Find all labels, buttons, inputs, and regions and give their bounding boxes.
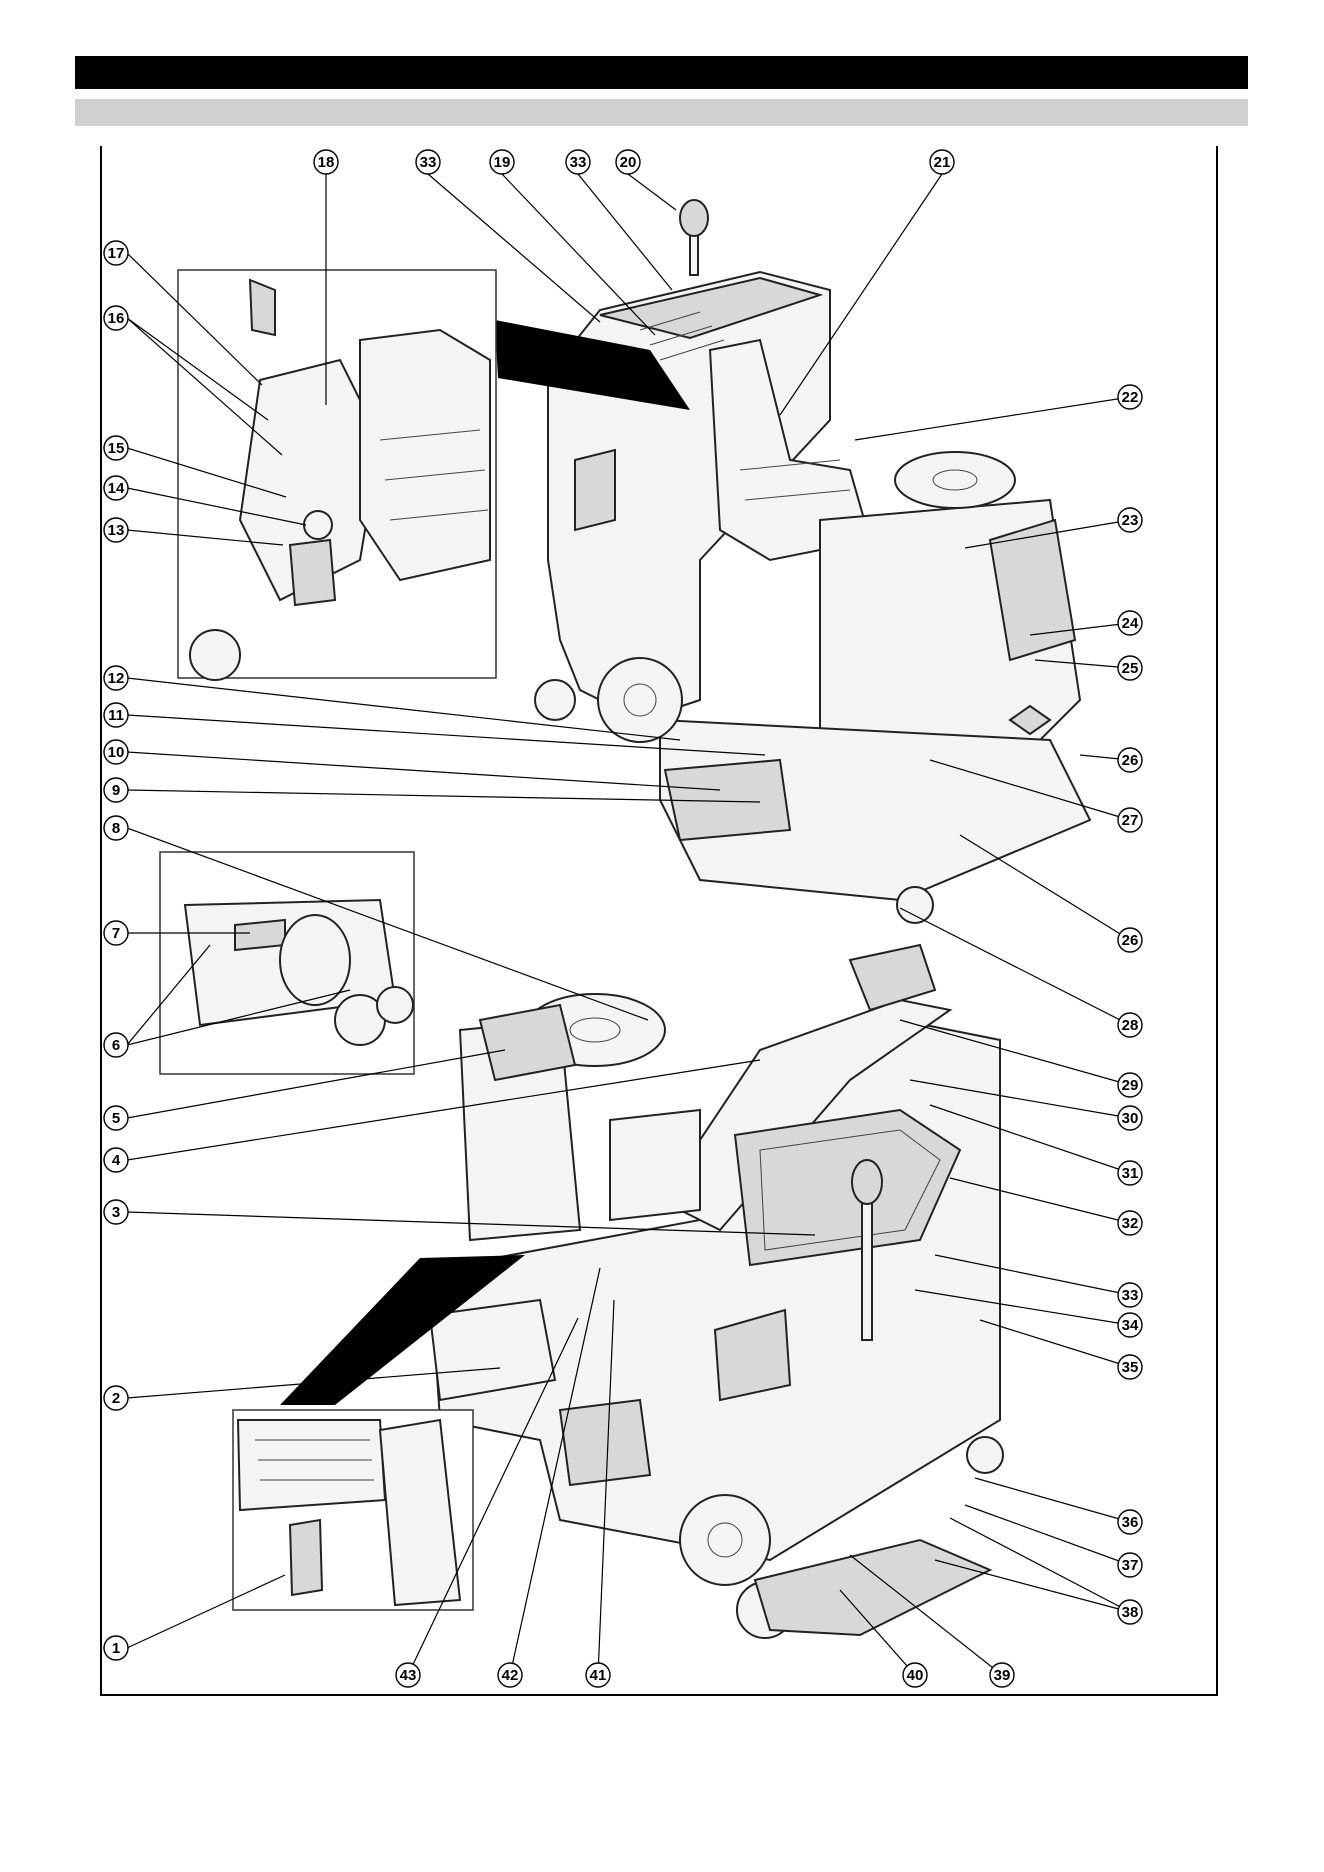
svg-text:25: 25 bbox=[1122, 660, 1139, 677]
callout-3: 3 bbox=[104, 1200, 128, 1224]
callout-2: 2 bbox=[104, 1386, 128, 1410]
svg-text:27: 27 bbox=[1122, 812, 1139, 829]
svg-text:40: 40 bbox=[907, 1667, 924, 1684]
svg-text:26: 26 bbox=[1122, 752, 1139, 769]
svg-text:42: 42 bbox=[502, 1667, 519, 1684]
svg-text:21: 21 bbox=[934, 154, 951, 171]
callout-33-top-left: 33 bbox=[416, 150, 440, 174]
callout-39: 39 bbox=[990, 1663, 1014, 1687]
inset-dashboard-detail bbox=[178, 270, 496, 680]
svg-text:29: 29 bbox=[1122, 1077, 1139, 1094]
callout-36: 36 bbox=[1118, 1510, 1142, 1534]
callout-15: 15 bbox=[104, 436, 128, 460]
callout-25: 25 bbox=[1118, 656, 1142, 680]
svg-text:43: 43 bbox=[400, 1667, 417, 1684]
callout-20: 20 bbox=[616, 150, 640, 174]
callout-32: 32 bbox=[1118, 1211, 1142, 1235]
inset-brush-head-detail bbox=[160, 852, 414, 1074]
callout-16: 16 bbox=[104, 306, 128, 330]
svg-text:39: 39 bbox=[994, 1667, 1011, 1684]
callout-11: 11 bbox=[104, 703, 128, 727]
svg-text:12: 12 bbox=[108, 670, 125, 687]
callout-33-right: 33 bbox=[1118, 1283, 1142, 1307]
svg-text:4: 4 bbox=[112, 1152, 121, 1169]
callout-12: 12 bbox=[104, 666, 128, 690]
svg-text:5: 5 bbox=[112, 1110, 120, 1127]
callout-9: 9 bbox=[104, 778, 128, 802]
svg-text:24: 24 bbox=[1122, 615, 1139, 632]
callout-18: 18 bbox=[314, 150, 338, 174]
svg-text:36: 36 bbox=[1122, 1514, 1139, 1531]
svg-text:14: 14 bbox=[108, 480, 125, 497]
callout-21: 21 bbox=[930, 150, 954, 174]
callout-14: 14 bbox=[104, 476, 128, 500]
svg-text:6: 6 bbox=[112, 1037, 120, 1054]
callout-43: 43 bbox=[396, 1663, 420, 1687]
svg-text:10: 10 bbox=[108, 744, 125, 761]
callout-23: 23 bbox=[1118, 508, 1142, 532]
svg-text:37: 37 bbox=[1122, 1557, 1139, 1574]
svg-text:8: 8 bbox=[112, 820, 120, 837]
callout-30: 30 bbox=[1118, 1106, 1142, 1130]
svg-text:18: 18 bbox=[318, 154, 335, 171]
callout-8: 8 bbox=[104, 816, 128, 840]
callout-31: 31 bbox=[1118, 1161, 1142, 1185]
svg-text:33: 33 bbox=[1122, 1287, 1139, 1304]
callout-13: 13 bbox=[104, 518, 128, 542]
svg-text:13: 13 bbox=[108, 522, 125, 539]
callout-42: 42 bbox=[498, 1663, 522, 1687]
svg-text:15: 15 bbox=[108, 440, 125, 457]
callout-40: 40 bbox=[903, 1663, 927, 1687]
lower-machine-illustration bbox=[430, 945, 1003, 1638]
callout-1: 1 bbox=[104, 1636, 128, 1660]
callout-27: 27 bbox=[1118, 808, 1142, 832]
svg-text:19: 19 bbox=[494, 154, 511, 171]
callout-24: 24 bbox=[1118, 611, 1142, 635]
svg-text:17: 17 bbox=[108, 245, 125, 262]
svg-text:34: 34 bbox=[1122, 1317, 1139, 1334]
callout-37: 37 bbox=[1118, 1553, 1142, 1577]
callout-10: 10 bbox=[104, 740, 128, 764]
svg-text:16: 16 bbox=[108, 310, 125, 327]
svg-text:2: 2 bbox=[112, 1390, 120, 1407]
svg-text:35: 35 bbox=[1122, 1359, 1139, 1376]
svg-text:11: 11 bbox=[108, 707, 124, 724]
svg-text:33: 33 bbox=[570, 154, 587, 171]
upper-machine-illustration bbox=[535, 200, 1090, 923]
callout-33-top-right: 33 bbox=[566, 150, 590, 174]
callout-35: 35 bbox=[1118, 1355, 1142, 1379]
svg-text:1: 1 bbox=[112, 1640, 120, 1657]
callout-5: 5 bbox=[104, 1106, 128, 1130]
callout-34: 34 bbox=[1118, 1313, 1142, 1337]
callout-38: 38 bbox=[1118, 1600, 1142, 1624]
svg-text:23: 23 bbox=[1122, 512, 1139, 529]
svg-text:28: 28 bbox=[1122, 1017, 1139, 1034]
svg-text:20: 20 bbox=[620, 154, 637, 171]
callout-19: 19 bbox=[490, 150, 514, 174]
svg-text:7: 7 bbox=[112, 925, 120, 942]
svg-text:32: 32 bbox=[1122, 1215, 1139, 1232]
inset-seat-compartment-detail bbox=[233, 1410, 473, 1610]
callout-6: 6 bbox=[104, 1033, 128, 1057]
svg-text:30: 30 bbox=[1122, 1110, 1139, 1127]
callout-4: 4 bbox=[104, 1148, 128, 1172]
callout-7: 7 bbox=[104, 921, 128, 945]
svg-text:33: 33 bbox=[420, 154, 437, 171]
callout-17: 17 bbox=[104, 241, 128, 265]
callout-26-upper: 26 bbox=[1118, 748, 1142, 772]
svg-text:22: 22 bbox=[1122, 389, 1139, 406]
callout-41: 41 bbox=[586, 1663, 610, 1687]
svg-text:26: 26 bbox=[1122, 932, 1139, 949]
svg-text:31: 31 bbox=[1122, 1165, 1139, 1182]
svg-text:3: 3 bbox=[112, 1204, 120, 1221]
svg-text:9: 9 bbox=[112, 782, 120, 799]
callout-22: 22 bbox=[1118, 385, 1142, 409]
callout-26-lower: 26 bbox=[1118, 928, 1142, 952]
callout-28: 28 bbox=[1118, 1013, 1142, 1037]
svg-text:41: 41 bbox=[590, 1667, 607, 1684]
svg-text:38: 38 bbox=[1122, 1604, 1139, 1621]
callout-29: 29 bbox=[1118, 1073, 1142, 1097]
